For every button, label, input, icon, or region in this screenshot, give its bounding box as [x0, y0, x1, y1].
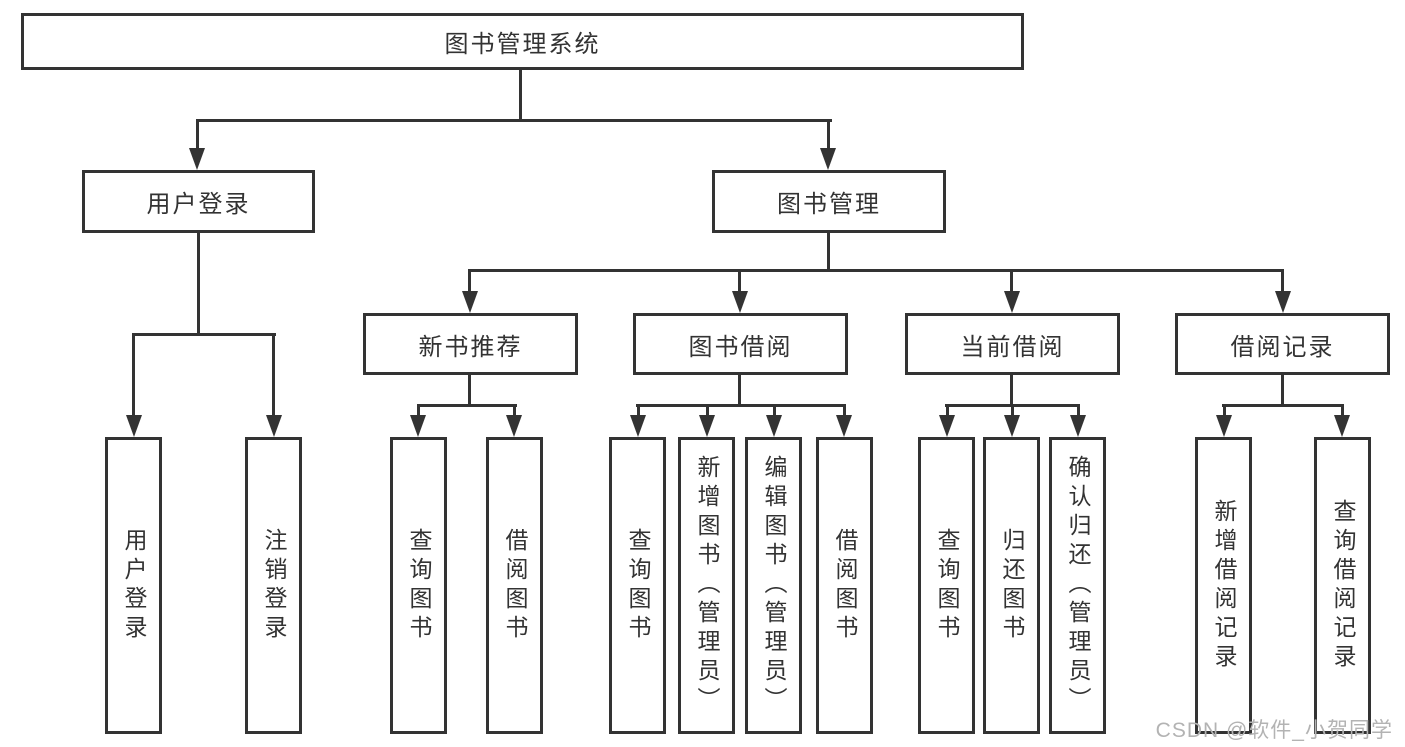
- arrowhead-down-icon: [1216, 415, 1232, 437]
- arrowhead-down-icon: [189, 148, 205, 170]
- leaf-user-login-label: 用户登录: [121, 527, 147, 644]
- leaf-bb-query-books: 查询图书: [609, 437, 666, 734]
- connector-to-leaf: [1341, 404, 1344, 416]
- leaf-br-query-record-label: 查询借阅记录: [1330, 498, 1356, 673]
- connector-cb-stem: [1010, 375, 1013, 407]
- arrowhead-down-icon: [1070, 415, 1086, 437]
- connector-to-book-management: [827, 119, 830, 149]
- node-book-borrow-label: 图书借阅: [688, 333, 793, 361]
- leaf-bb-borrow-books: 借阅图书: [816, 437, 873, 734]
- leaf-cb-confirm-return-admin: 确认归还（管理员）: [1049, 437, 1106, 734]
- connector-to-leaf: [706, 404, 709, 416]
- connector-nbr-rail: [417, 404, 517, 407]
- connector-to-current-borrow: [1010, 269, 1013, 291]
- connector-book-mgmt-rail: [468, 269, 1284, 272]
- connector-book-mgmt-stem: [827, 233, 830, 271]
- leaf-br-query-record: 查询借阅记录: [1314, 437, 1371, 734]
- arrowhead-down-icon: [1334, 415, 1350, 437]
- node-library-system-label: 图书管理系统: [444, 31, 601, 58]
- node-new-book-recommend: 新书推荐: [363, 313, 578, 375]
- arrowhead-down-icon: [410, 415, 426, 437]
- node-new-book-recommend-label: 新书推荐: [418, 333, 523, 361]
- node-library-system: 图书管理系统: [21, 13, 1024, 70]
- node-borrow-records: 借阅记录: [1175, 313, 1390, 375]
- connector-to-leaf: [1223, 404, 1226, 416]
- node-user-login: 用户登录: [82, 170, 315, 233]
- leaf-bb-query-books-label: 查询图书: [625, 527, 651, 644]
- leaf-nbr-query-books-label: 查询图书: [406, 527, 432, 644]
- node-user-login-label: 用户登录: [146, 191, 251, 218]
- leaf-bb-borrow-books-label: 借阅图书: [832, 527, 858, 644]
- connector-root-stem: [519, 70, 522, 121]
- arrowhead-down-icon: [126, 415, 142, 437]
- leaf-bb-edit-books-admin: 编辑图书（管理员）: [745, 437, 802, 734]
- leaf-logout-label: 注销登录: [261, 527, 287, 644]
- leaf-bb-add-books-admin-label: 新增图书（管理员）: [694, 455, 720, 716]
- connector-to-leaf: [513, 404, 516, 416]
- connector-br-stem: [1281, 375, 1284, 407]
- leaf-cb-query-books-label: 查询图书: [934, 527, 960, 644]
- arrowhead-down-icon: [939, 415, 955, 437]
- connector-to-leaf: [773, 404, 776, 416]
- connector-bb-stem: [738, 375, 741, 407]
- connector-to-leaf: [1011, 404, 1014, 416]
- arrowhead-down-icon: [1004, 291, 1020, 313]
- connector-to-leaf: [1077, 404, 1080, 416]
- connector-root-rail: [196, 119, 832, 122]
- connector-to-leaf-user-login: [132, 333, 135, 415]
- connector-to-user-login: [196, 119, 199, 149]
- leaf-bb-edit-books-admin-label: 编辑图书（管理员）: [761, 455, 787, 716]
- leaf-cb-return-books-label: 归还图书: [999, 527, 1025, 644]
- leaf-user-login: 用户登录: [105, 437, 162, 734]
- node-borrow-records-label: 借阅记录: [1230, 333, 1335, 361]
- connector-bb-rail: [636, 404, 846, 407]
- connector-to-leaf: [843, 404, 846, 416]
- node-current-borrow: 当前借阅: [905, 313, 1120, 375]
- arrowhead-down-icon: [699, 415, 715, 437]
- arrowhead-down-icon: [630, 415, 646, 437]
- connector-to-leaf-logout: [272, 333, 275, 415]
- arrowhead-down-icon: [506, 415, 522, 437]
- node-book-management-label: 图书管理: [777, 191, 881, 218]
- leaf-nbr-borrow-books-label: 借阅图书: [502, 527, 528, 644]
- connector-to-leaf: [946, 404, 949, 416]
- leaf-cb-confirm-return-admin-label: 确认归还（管理员）: [1065, 455, 1091, 716]
- connector-user-login-rail: [132, 333, 276, 336]
- leaf-nbr-query-books: 查询图书: [390, 437, 447, 734]
- arrowhead-down-icon: [1275, 291, 1291, 313]
- leaf-cb-return-books: 归还图书: [983, 437, 1040, 734]
- connector-to-leaf: [637, 404, 640, 416]
- leaf-nbr-borrow-books: 借阅图书: [486, 437, 543, 734]
- arrowhead-down-icon: [820, 148, 836, 170]
- leaf-br-add-record-label: 新增借阅记录: [1211, 498, 1237, 673]
- connector-to-borrow-records: [1281, 269, 1284, 291]
- connector-to-new-book-recommend: [468, 269, 471, 291]
- arrowhead-down-icon: [462, 291, 478, 313]
- arrowhead-down-icon: [266, 415, 282, 437]
- arrowhead-down-icon: [836, 415, 852, 437]
- connector-br-rail: [1222, 404, 1344, 407]
- leaf-br-add-record: 新增借阅记录: [1195, 437, 1252, 734]
- arrowhead-down-icon: [1004, 415, 1020, 437]
- connector-nbr-stem: [468, 375, 471, 407]
- node-current-borrow-label: 当前借阅: [960, 333, 1065, 361]
- leaf-cb-query-books: 查询图书: [918, 437, 975, 734]
- connector-to-book-borrow: [738, 269, 741, 291]
- csdn-watermark: CSDN @软件_小贺同学: [1155, 719, 1393, 742]
- connector-to-leaf: [417, 404, 420, 416]
- node-book-management: 图书管理: [712, 170, 946, 233]
- node-book-borrow: 图书借阅: [633, 313, 848, 375]
- arrowhead-down-icon: [732, 291, 748, 313]
- leaf-logout: 注销登录: [245, 437, 302, 734]
- connector-user-login-stem: [197, 233, 200, 335]
- leaf-bb-add-books-admin: 新增图书（管理员）: [678, 437, 735, 734]
- arrowhead-down-icon: [766, 415, 782, 437]
